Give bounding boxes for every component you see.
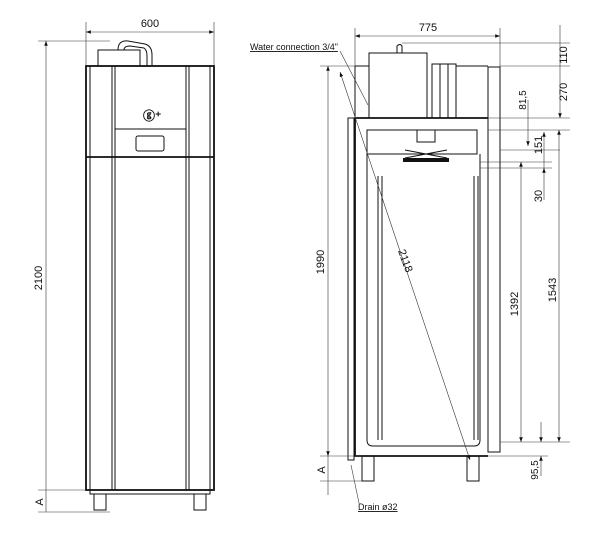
depth-label: 775 bbox=[419, 22, 437, 34]
leg bbox=[93, 493, 107, 511]
dim-81-5-label: 81,5 bbox=[518, 90, 529, 110]
leg bbox=[466, 455, 480, 482]
dim-95-5-label: 95,5 bbox=[530, 460, 541, 480]
dim-110-label: 110 bbox=[558, 46, 570, 64]
dim-1392-label: 1392 bbox=[509, 292, 521, 316]
diagonal-label: 2118 bbox=[395, 248, 414, 274]
cabinet-body bbox=[85, 65, 215, 491]
height-label: 2100 bbox=[33, 266, 45, 290]
compressor-box bbox=[368, 52, 428, 119]
leg bbox=[361, 455, 375, 482]
dim-30-label: 30 bbox=[533, 190, 545, 202]
leg-label: A bbox=[34, 498, 46, 506]
diagonal-dimension bbox=[339, 71, 471, 461]
dim-1543-label: 1543 bbox=[547, 278, 559, 302]
dim-270-label: 270 bbox=[558, 83, 570, 101]
water-pipe bbox=[117, 40, 153, 66]
condenser-fan bbox=[431, 63, 457, 119]
door bbox=[487, 66, 501, 453]
leg bbox=[193, 493, 207, 511]
brand-logo-icon: ⓖ⁺ bbox=[143, 108, 161, 123]
compressor-housing bbox=[97, 49, 141, 66]
drain-label: Drain ø32 bbox=[358, 502, 398, 512]
leg-label: A bbox=[316, 466, 328, 474]
side-view: 775 Water connection 3/4" 1990 A 2118 Dr… bbox=[250, 22, 570, 512]
water-connection-label: Water connection 3/4" bbox=[250, 42, 338, 52]
height-label: 1990 bbox=[315, 250, 327, 274]
width-label: 600 bbox=[141, 18, 159, 30]
drain-pipe bbox=[347, 117, 355, 461]
dim-151-label: 151 bbox=[533, 136, 545, 154]
front-view: ⓖ⁺ 600 2100 A bbox=[33, 18, 215, 513]
display-panel bbox=[135, 135, 165, 152]
